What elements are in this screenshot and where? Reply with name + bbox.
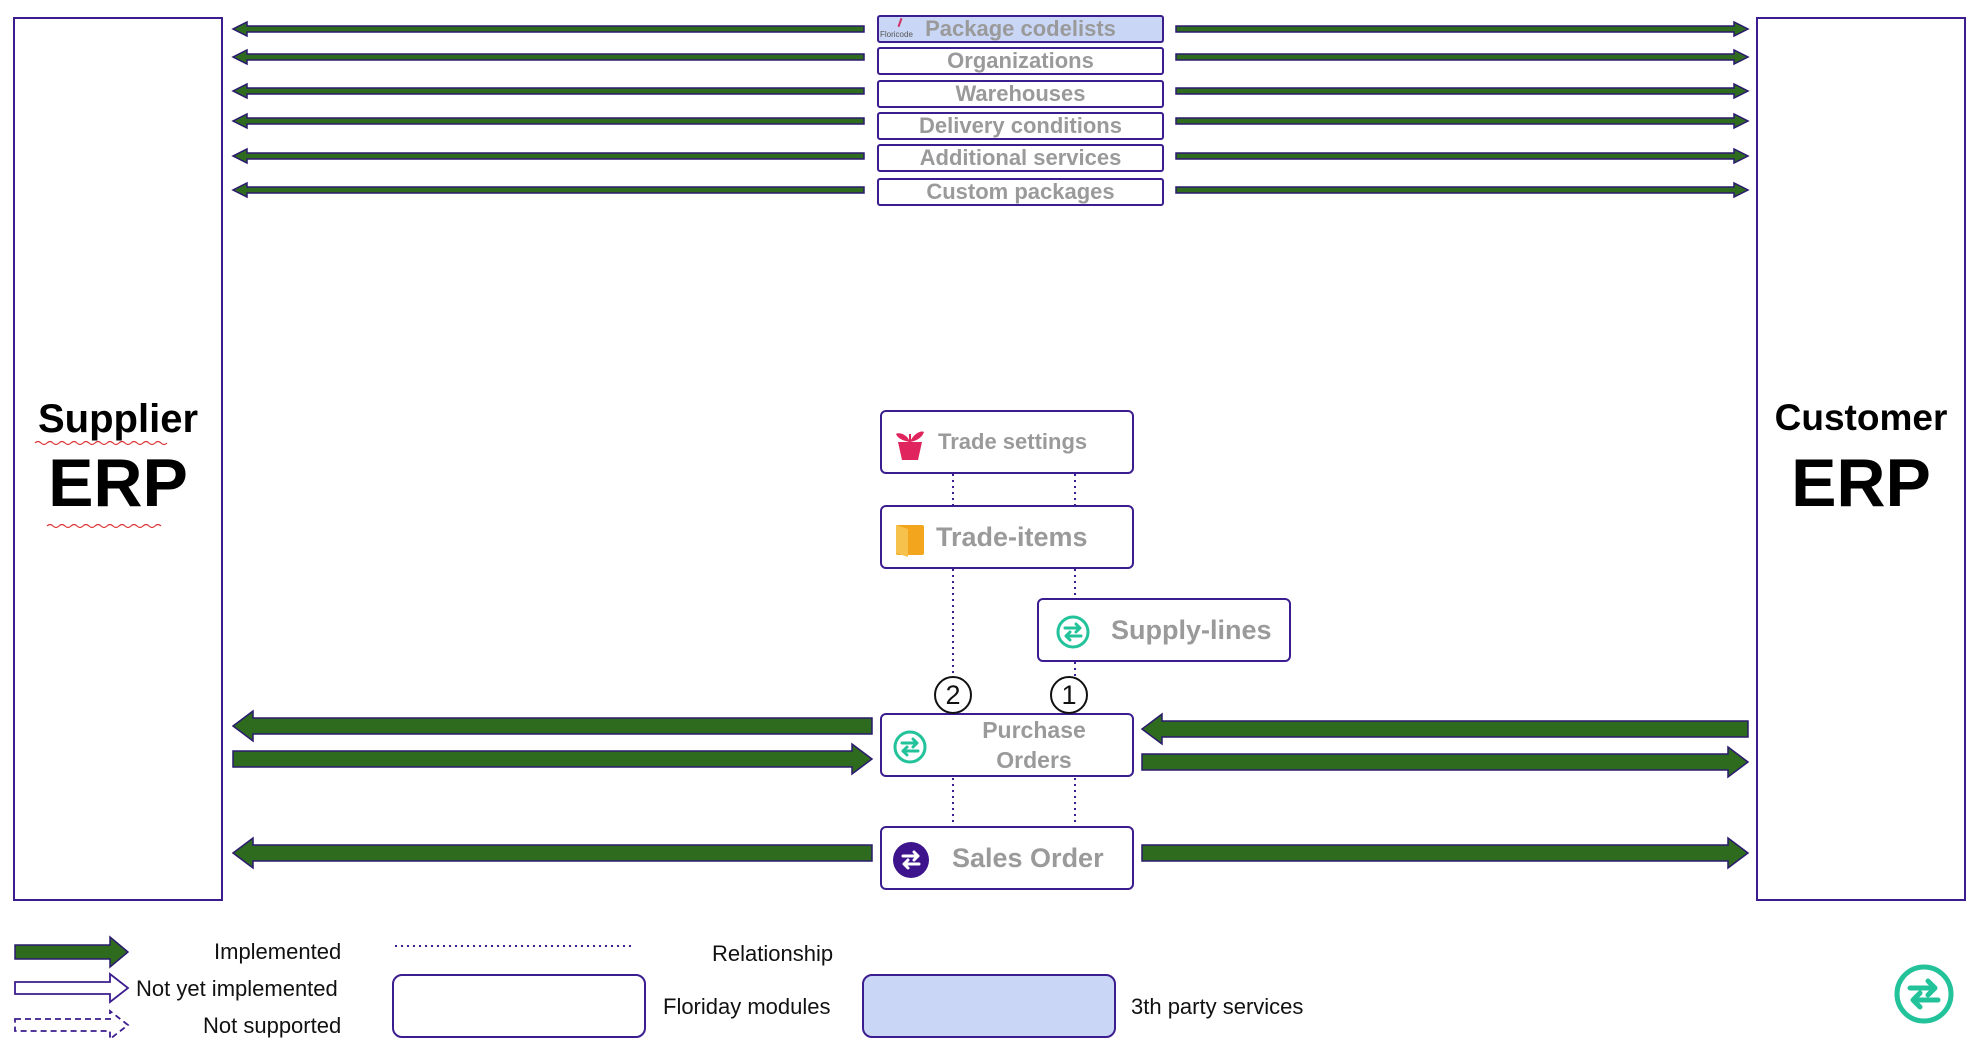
folder-icon — [896, 525, 924, 557]
trade-settings-label: Trade settings — [938, 429, 1088, 454]
service-label: Warehouses — [955, 81, 1086, 106]
legend-not-yet-arrow — [14, 972, 130, 1004]
service-box[interactable]: Additional services — [877, 144, 1164, 172]
implemented-arrow — [231, 147, 865, 165]
implemented-arrow — [231, 836, 873, 870]
legend-floriday-modules-label: Floriday modules — [663, 994, 831, 1019]
trade-settings-module[interactable]: Trade settings — [880, 410, 1134, 474]
trade-items-module[interactable]: Trade-items — [880, 505, 1134, 569]
purchase-orders-line1: Purchase — [982, 717, 1086, 743]
plant-pot-icon — [896, 431, 924, 460]
legend-floriday-module-swatch — [392, 974, 646, 1038]
legend-implemented-label: Implemented — [214, 939, 342, 964]
legend-not-supported-label: Not supported — [203, 1013, 342, 1038]
implemented-arrow — [1175, 112, 1750, 130]
floricode-logo: Floricode — [880, 30, 913, 39]
purchase-orders-module[interactable]: Purchase Orders — [880, 713, 1134, 777]
relationship-badge-1: 1 — [1050, 676, 1088, 714]
legend-third-party-label: 3th party services — [1131, 994, 1304, 1019]
legend-not-supported-arrow — [14, 1009, 130, 1041]
implemented-arrow — [1175, 82, 1750, 100]
customer-erp-box: Customer ERP — [1756, 17, 1966, 901]
implemented-arrow — [1175, 147, 1750, 165]
supplier-erp-box: Supplier ERP — [13, 17, 223, 901]
floriday-logo-icon — [1894, 964, 1954, 1024]
service-label: Additional services — [919, 145, 1122, 170]
service-box[interactable]: Organizations — [877, 47, 1164, 75]
implemented-arrow — [231, 181, 865, 199]
implemented-arrow — [1175, 181, 1750, 199]
legend-not-yet-label: Not yet implemented — [136, 976, 338, 1001]
service-label: Delivery conditions — [919, 113, 1122, 138]
trade-items-label: Trade-items — [936, 522, 1088, 552]
implemented-arrow — [231, 82, 865, 100]
service-label: Custom packages — [926, 179, 1115, 204]
service-label: Package codelists — [925, 16, 1116, 41]
spellcheck-underline — [46, 523, 162, 529]
service-box[interactable]: Custom packages — [877, 178, 1164, 206]
supplier-erp-line1: Supplier — [37, 397, 199, 441]
legend-third-party-swatch — [862, 974, 1116, 1038]
implemented-arrow — [1175, 48, 1750, 66]
supply-lines-label: Supply-lines — [1111, 615, 1272, 645]
implemented-arrow — [1175, 20, 1750, 38]
supplier-erp-line2: ERP — [48, 445, 188, 521]
implemented-arrow — [1141, 836, 1750, 870]
relationship-badge-2: 2 — [934, 676, 972, 714]
supply-lines-module[interactable]: Supply-lines — [1037, 598, 1291, 662]
customer-erp-line2: ERP — [1791, 445, 1931, 521]
implemented-arrow — [231, 48, 865, 66]
service-box[interactable]: Warehouses — [877, 80, 1164, 108]
implemented-arrow — [231, 709, 873, 743]
implemented-arrow — [1141, 745, 1750, 779]
customer-erp-line1: Customer — [1774, 397, 1948, 438]
implemented-arrow — [1140, 712, 1749, 746]
implemented-arrow — [232, 742, 874, 776]
implemented-arrow — [231, 112, 865, 130]
spellcheck-underline — [34, 440, 168, 446]
legend-relationship-label: Relationship — [712, 941, 834, 966]
sales-order-label: Sales Order — [952, 843, 1104, 873]
exchange-icon — [893, 730, 927, 764]
purchase-orders-line2: Orders — [996, 747, 1072, 773]
legend-implemented-arrow — [14, 935, 130, 969]
exchange-icon — [893, 842, 929, 878]
exchange-icon — [1056, 615, 1090, 649]
sales-order-module[interactable]: Sales Order — [880, 826, 1134, 890]
service-box[interactable]: Delivery conditions — [877, 112, 1164, 140]
service-label: Organizations — [947, 48, 1094, 73]
implemented-arrow — [231, 20, 865, 38]
